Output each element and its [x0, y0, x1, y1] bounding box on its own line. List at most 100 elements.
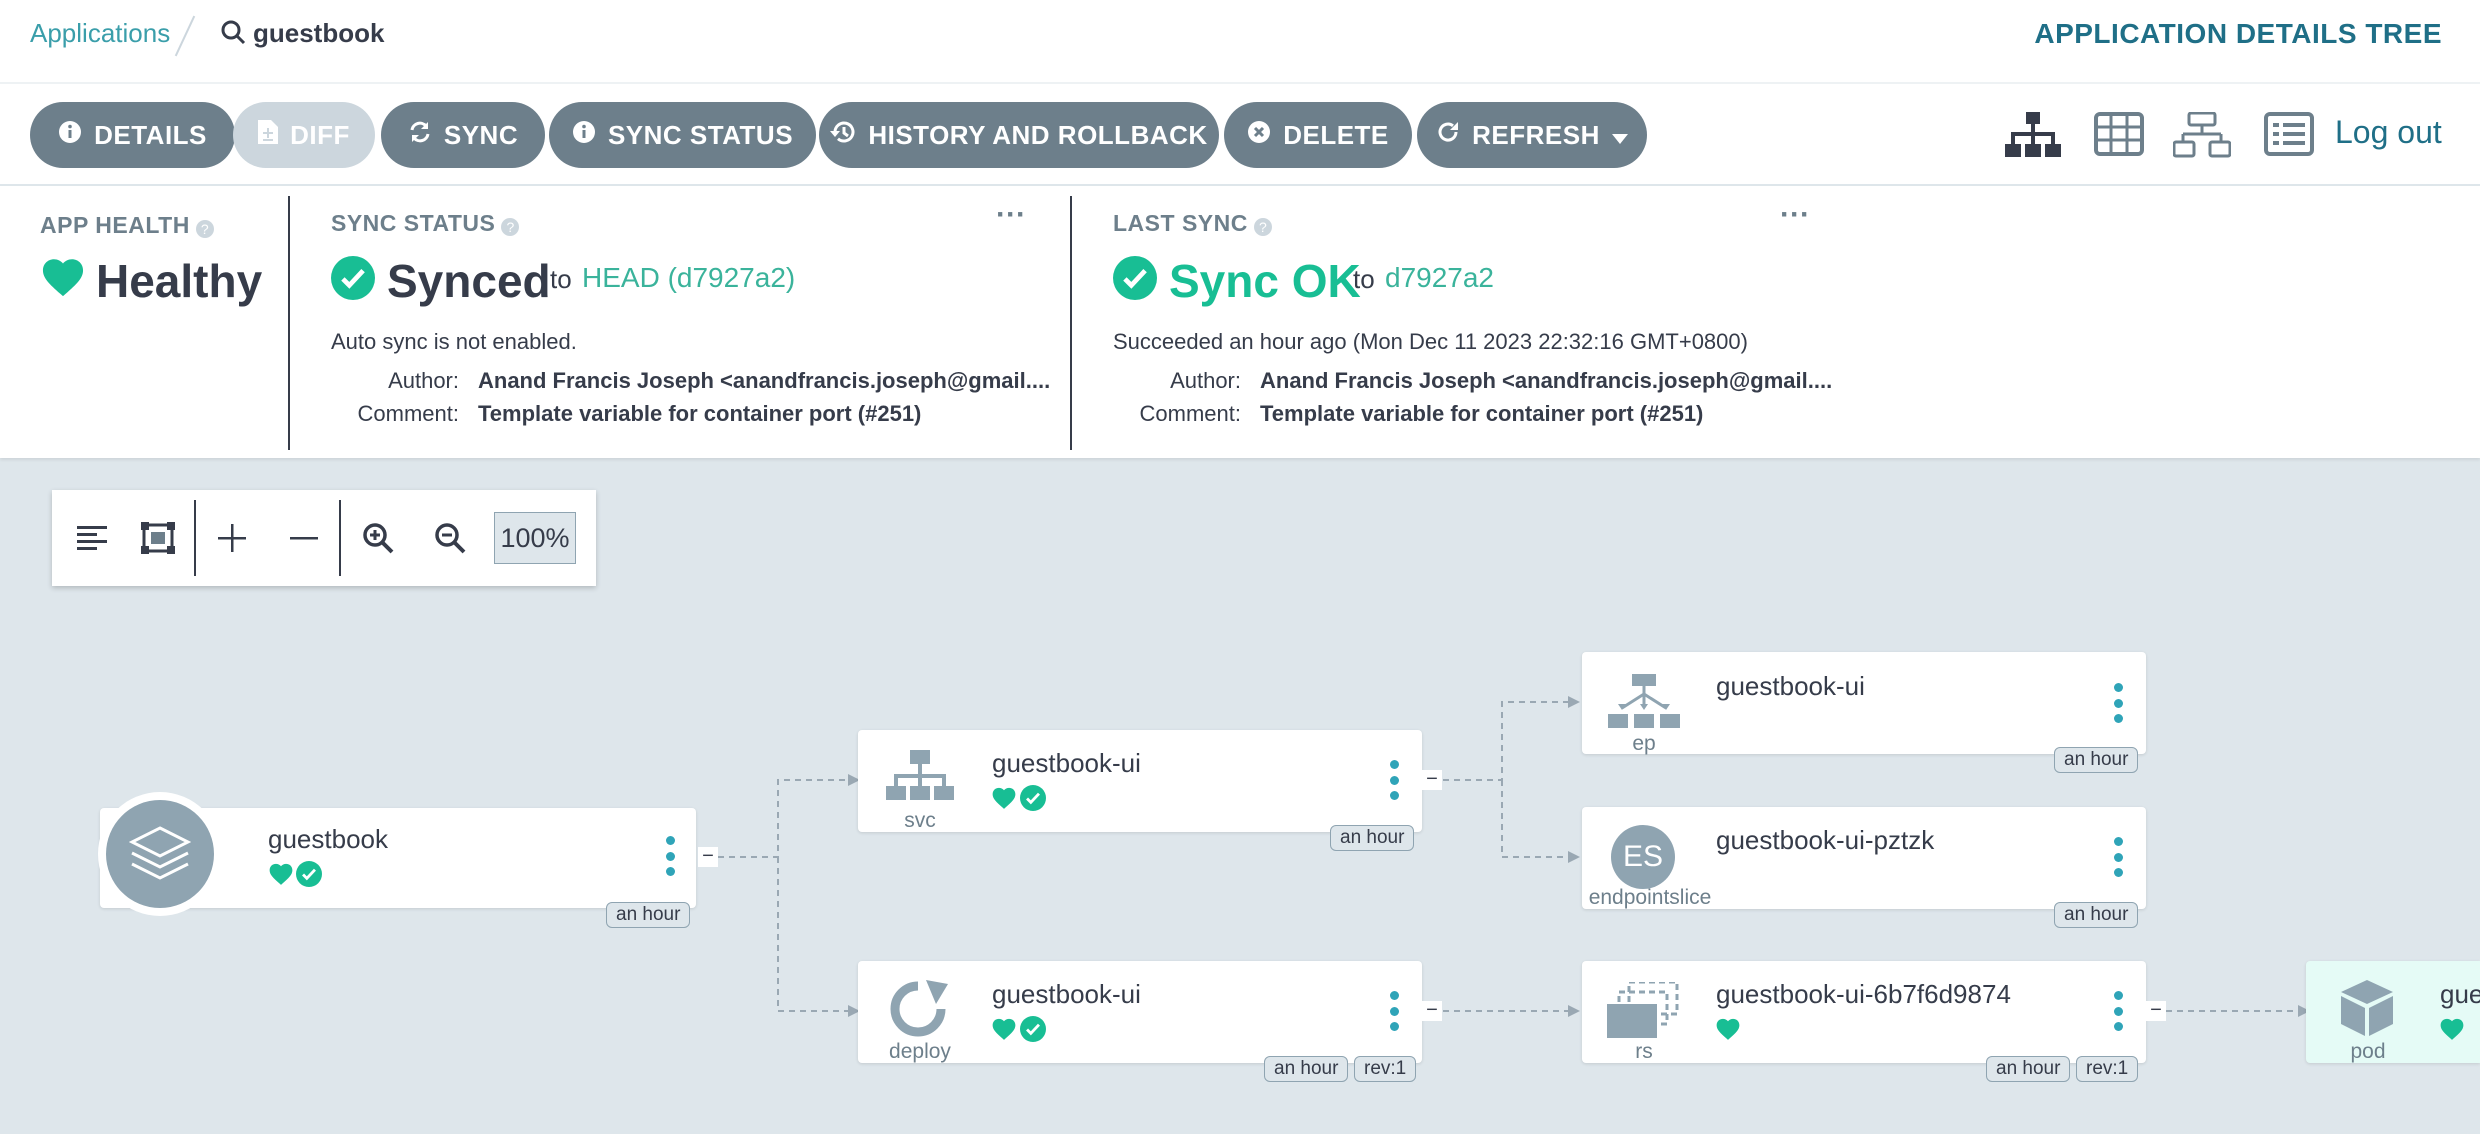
ep-node[interactable]	[1582, 652, 2146, 754]
node-menu-icon[interactable]	[1389, 760, 1399, 800]
collapse-toggle[interactable]: −	[1422, 1000, 1442, 1021]
align-left-icon[interactable]	[68, 514, 116, 562]
endpoints-icon	[1608, 674, 1680, 735]
comment-label: Comment:	[357, 401, 459, 426]
panel-divider	[288, 196, 290, 450]
list-view-icon[interactable]	[2264, 112, 2314, 161]
refresh-label: REFRESH	[1472, 119, 1600, 150]
app-health-value: Healthy	[96, 255, 263, 307]
help-icon[interactable]: ?	[195, 219, 214, 238]
heart-icon	[2439, 1017, 2465, 1046]
author-label: Author:	[1170, 368, 1241, 393]
refresh-button[interactable]: REFRESH	[1417, 102, 1647, 168]
breadcrumb-applications[interactable]: Applications	[30, 18, 171, 48]
auto-sync-note: Auto sync is not enabled.	[331, 329, 577, 354]
details-button[interactable]: DETAILS	[30, 102, 235, 168]
sync-label: SYNC	[443, 119, 519, 150]
revision-badge: rev:1	[2076, 1056, 2139, 1082]
info-icon	[58, 120, 82, 151]
sync-button[interactable]: SYNC	[381, 102, 545, 168]
collapse-all-icon[interactable]	[280, 514, 328, 562]
zoom-level[interactable]: 100%	[494, 512, 576, 564]
rs-node[interactable]	[1582, 961, 2146, 1063]
graph-controls: 100%	[52, 490, 596, 586]
node-menu-icon[interactable]	[1389, 991, 1399, 1031]
kind-label: pod	[2350, 1040, 2386, 1063]
deploy-node-name: guestbook-ui	[992, 979, 1141, 1009]
endpointslice-node[interactable]	[1582, 807, 2146, 909]
kind-label: deploy	[889, 1040, 951, 1063]
author-value: Anand Francis Joseph <anandfrancis.josep…	[478, 368, 1051, 393]
logout-link[interactable]: Log out	[2335, 114, 2442, 150]
collapse-toggle[interactable]: −	[2146, 1000, 2166, 1021]
details-label: DETAILS	[94, 119, 207, 150]
pods-view-icon[interactable]	[2094, 112, 2144, 161]
node-menu-icon[interactable]	[2113, 991, 2123, 1031]
panel-divider	[1070, 196, 1072, 450]
sync-revision-link[interactable]: HEAD (d7927a2)	[582, 262, 796, 293]
layers-icon	[106, 800, 214, 908]
file-diff-icon	[258, 119, 279, 151]
zoom-in-icon[interactable]	[354, 514, 402, 562]
kind-label: ep	[1632, 732, 1656, 755]
comment-value: Template variable for container port (#2…	[1260, 401, 1704, 426]
sync-status-label: SYNC STATUS?	[331, 210, 520, 237]
age-badge: an hour	[1264, 1056, 1349, 1082]
top-bar: Applications guestbook APPLICATION DETAI…	[0, 0, 2480, 84]
age-badge: an hour	[606, 902, 691, 928]
expand-all-icon[interactable]	[208, 514, 256, 562]
last-sync-revision-link[interactable]: d7927a2	[1385, 262, 1495, 293]
author-value: Anand Francis Joseph <anandfrancis.josep…	[1260, 368, 1833, 393]
network-view-icon[interactable]	[2172, 111, 2232, 163]
sync-status-value: Synced	[387, 255, 551, 307]
collapse-toggle[interactable]: −	[698, 846, 718, 867]
sync-to-text: to	[550, 264, 572, 294]
sync-status-button[interactable]: SYNC STATUS	[549, 102, 816, 168]
pod-node-name: gue	[2440, 979, 2480, 1009]
kind-label: endpointslice	[1588, 886, 1712, 909]
collapse-toggle[interactable]: −	[1422, 769, 1442, 790]
tree-view-icon[interactable]	[2005, 112, 2061, 163]
more-options-icon[interactable]: ···	[996, 198, 1026, 231]
refresh-icon	[1436, 120, 1460, 151]
node-menu-icon[interactable]	[2113, 683, 2123, 723]
node-menu-icon[interactable]	[2113, 837, 2123, 877]
svc-node-name: guestbook-ui	[992, 748, 1141, 778]
help-icon[interactable]: ?	[501, 217, 520, 236]
info-icon	[572, 120, 596, 151]
last-sync-to-text: to	[1353, 264, 1375, 294]
delete-label: DELETE	[1283, 119, 1389, 150]
check-circle-icon	[1113, 256, 1157, 305]
fit-screen-icon[interactable]	[134, 514, 182, 562]
diff-button[interactable]: DIFF	[233, 102, 375, 168]
check-circle-icon	[331, 256, 375, 305]
author-label: Author:	[388, 368, 459, 393]
heart-icon	[1715, 1017, 1741, 1046]
history-rollback-button[interactable]: HISTORY AND ROLLBACK	[819, 102, 1219, 168]
help-icon[interactable]: ?	[1253, 217, 1272, 236]
more-options-icon[interactable]: ···	[1780, 198, 1810, 231]
svc-node[interactable]	[858, 730, 1422, 832]
heart-icon	[991, 786, 1017, 815]
age-badge: an hour	[1330, 825, 1415, 851]
age-badge: an hour	[1986, 1056, 2071, 1082]
heart-icon	[991, 1017, 1017, 1046]
search-icon[interactable]	[220, 19, 246, 50]
check-circle-icon	[296, 861, 322, 892]
endpointslice-icon: ES	[1611, 825, 1675, 889]
view-title: APPLICATION DETAILS TREE	[2034, 18, 2442, 49]
toolbar: DETAILS DIFF SYNC SYNC STATUS HISTORY AN…	[0, 84, 2480, 184]
zoom-out-icon[interactable]	[426, 514, 474, 562]
service-icon	[886, 750, 954, 815]
delete-button[interactable]: DELETE	[1224, 102, 1412, 168]
endpointslice-node-name: guestbook-ui-pztzk	[1716, 825, 1935, 855]
deployment-icon	[886, 980, 950, 1043]
controls-divider	[339, 500, 341, 576]
age-badge: an hour	[2054, 902, 2139, 928]
heart-icon	[40, 256, 86, 303]
node-menu-icon[interactable]	[665, 836, 675, 876]
rs-node-name: guestbook-ui-6b7f6d9874	[1716, 979, 2011, 1009]
deploy-node[interactable]	[858, 961, 1422, 1063]
app-health-label: APP HEALTH?	[40, 212, 214, 239]
controls-divider	[194, 500, 196, 576]
